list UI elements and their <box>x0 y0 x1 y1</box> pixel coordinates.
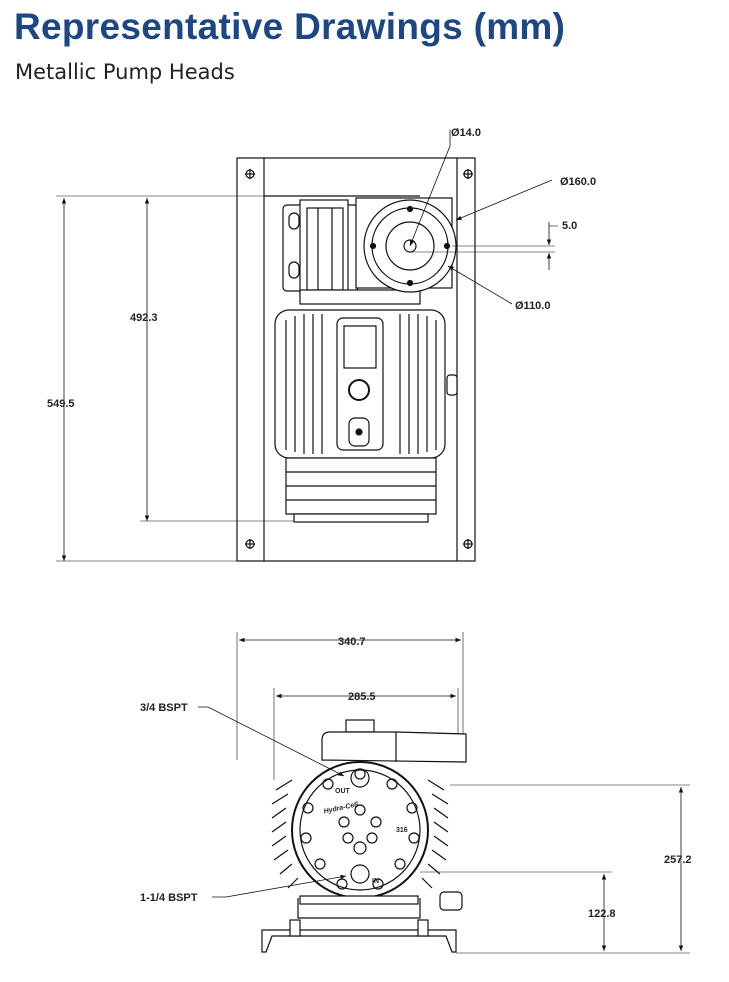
cooling-fins <box>271 779 449 889</box>
dim-shaft-dia: Ø14.0 <box>451 127 481 139</box>
dim-height-total: 257.2 <box>664 854 692 866</box>
dim-height-inner: 492.3 <box>130 312 158 324</box>
port-outlet-label: 3/4 BSPT <box>140 702 188 714</box>
dim-width-inner: 285.5 <box>348 691 376 703</box>
port-inlet-label: 1-1/4 BSPT <box>140 892 198 904</box>
dim-flange-dia: Ø160.0 <box>560 176 596 188</box>
head-bolts <box>300 768 420 890</box>
dim-width-outer: 340.7 <box>338 636 366 648</box>
mark-out: OUT <box>335 788 351 795</box>
dim-height-outer: 549.5 <box>47 398 75 410</box>
page-subtitle: Metallic Pump Heads <box>15 60 235 84</box>
dim-height-inlet: 122.8 <box>588 908 616 920</box>
mark-in: IN <box>372 878 379 885</box>
mark-material: 316 <box>396 827 408 834</box>
mounting-bracket <box>261 929 457 953</box>
page-title: Representative Drawings (mm) <box>14 6 566 47</box>
motor <box>274 309 458 523</box>
top-view <box>56 130 558 562</box>
corner-bolts <box>245 169 473 549</box>
dim-offset: 5.0 <box>562 220 577 232</box>
front-view <box>198 632 690 954</box>
dim-pilot-dia: Ø110.0 <box>515 300 550 312</box>
